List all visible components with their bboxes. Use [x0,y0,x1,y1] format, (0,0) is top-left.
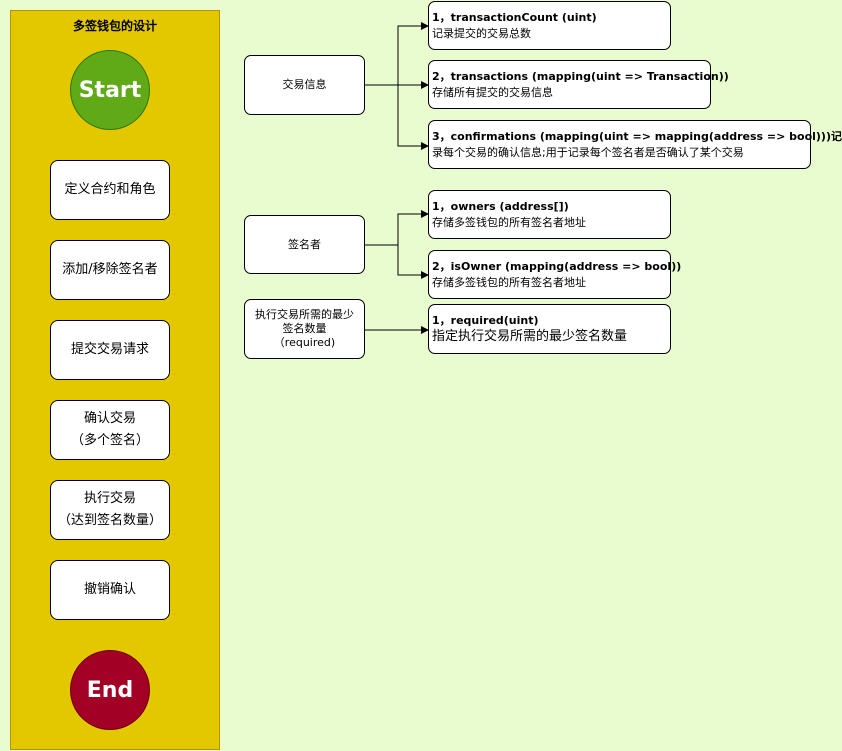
group-label: 签名者 [288,237,321,251]
detail-description: 存储多签钱包的所有签名者地址 [432,276,586,289]
end-node: End [70,650,150,730]
step-execute-transaction: 执行交易 （达到签名数量） [50,480,170,540]
detail-description: 记录提交的交易总数 [432,27,531,40]
group-signers: 签名者 [244,215,365,274]
detail-title: 1，required(uint) [432,314,539,327]
step-confirm-transaction: 确认交易 （多个签名） [50,400,170,460]
step-label: 撤销确认 [83,582,136,597]
detail-required: 1，required(uint) 指定执行交易所需的最少签名数量 [428,304,671,354]
group-label-line: （required) [273,336,336,349]
group-label: 交易信息 [282,78,327,91]
step-define-contract: 定义合约和角色 [50,160,170,220]
lane-title: 多签钱包的设计 [72,19,157,33]
group-transaction-info: 交易信息 [244,55,365,115]
start-node: Start [70,50,150,130]
detail-is-owner: 2，isOwner (mapping(address => bool)) 存储多… [428,250,682,299]
detail-description: 录每个交易的确认信息;用于记录每个签名者是否确认了某个交易 [432,146,744,159]
detail-title: 1，transactionCount (uint) [432,11,597,24]
step-label: 添加/移除签名者 [62,262,158,277]
detail-owners: 1，owners (address[]) 存储多签钱包的所有签名者地址 [428,190,671,239]
branch-arrow [397,85,429,150]
detail-title: 3，confirmations (mapping(uint => mapping… [432,130,842,143]
step-sublabel: （达到签名数量） [57,513,162,528]
step-manage-signers: 添加/移除签名者 [50,240,170,300]
branch-arrow [365,22,429,86]
detail-description: 存储多签钱包的所有签名者地址 [432,216,586,229]
step-submit-transaction: 提交交易请求 [50,320,170,380]
detail-description: 存储所有提交的交易信息 [432,86,553,99]
step-label: 定义合约和角色 [64,182,156,197]
detail-title: 2，isOwner (mapping(address => bool)) [432,260,682,273]
step-label: 确认交易 [83,411,136,426]
detail-title: 2，transactions (mapping(uint => Transact… [432,70,729,83]
step-label: 提交交易请求 [70,342,149,357]
branch-arrow [365,210,429,246]
step-label: 执行交易 [83,491,136,506]
detail-confirmations: 3，confirmations (mapping(uint => mapping… [428,120,842,169]
detail-transactions: 2，transactions (mapping(uint => Transact… [428,60,729,109]
group-label-line: 签名数量 [282,322,327,335]
detail-transaction-count: 1，transactionCount (uint) 记录提交的交易总数 [428,1,671,50]
detail-title: 1，owners (address[]) [432,200,569,213]
group-required: 执行交易所需的最少 签名数量 （required) [244,299,365,359]
step-revoke-confirmation: 撤销确认 [50,560,170,620]
step-sublabel: （多个签名） [70,433,149,448]
branch-arrow [397,245,429,279]
swimlane: 多签钱包的设计 [10,10,220,750]
group-label-line: 执行交易所需的最少 [255,308,354,321]
detail-description: 指定执行交易所需的最少签名数量 [432,329,628,344]
